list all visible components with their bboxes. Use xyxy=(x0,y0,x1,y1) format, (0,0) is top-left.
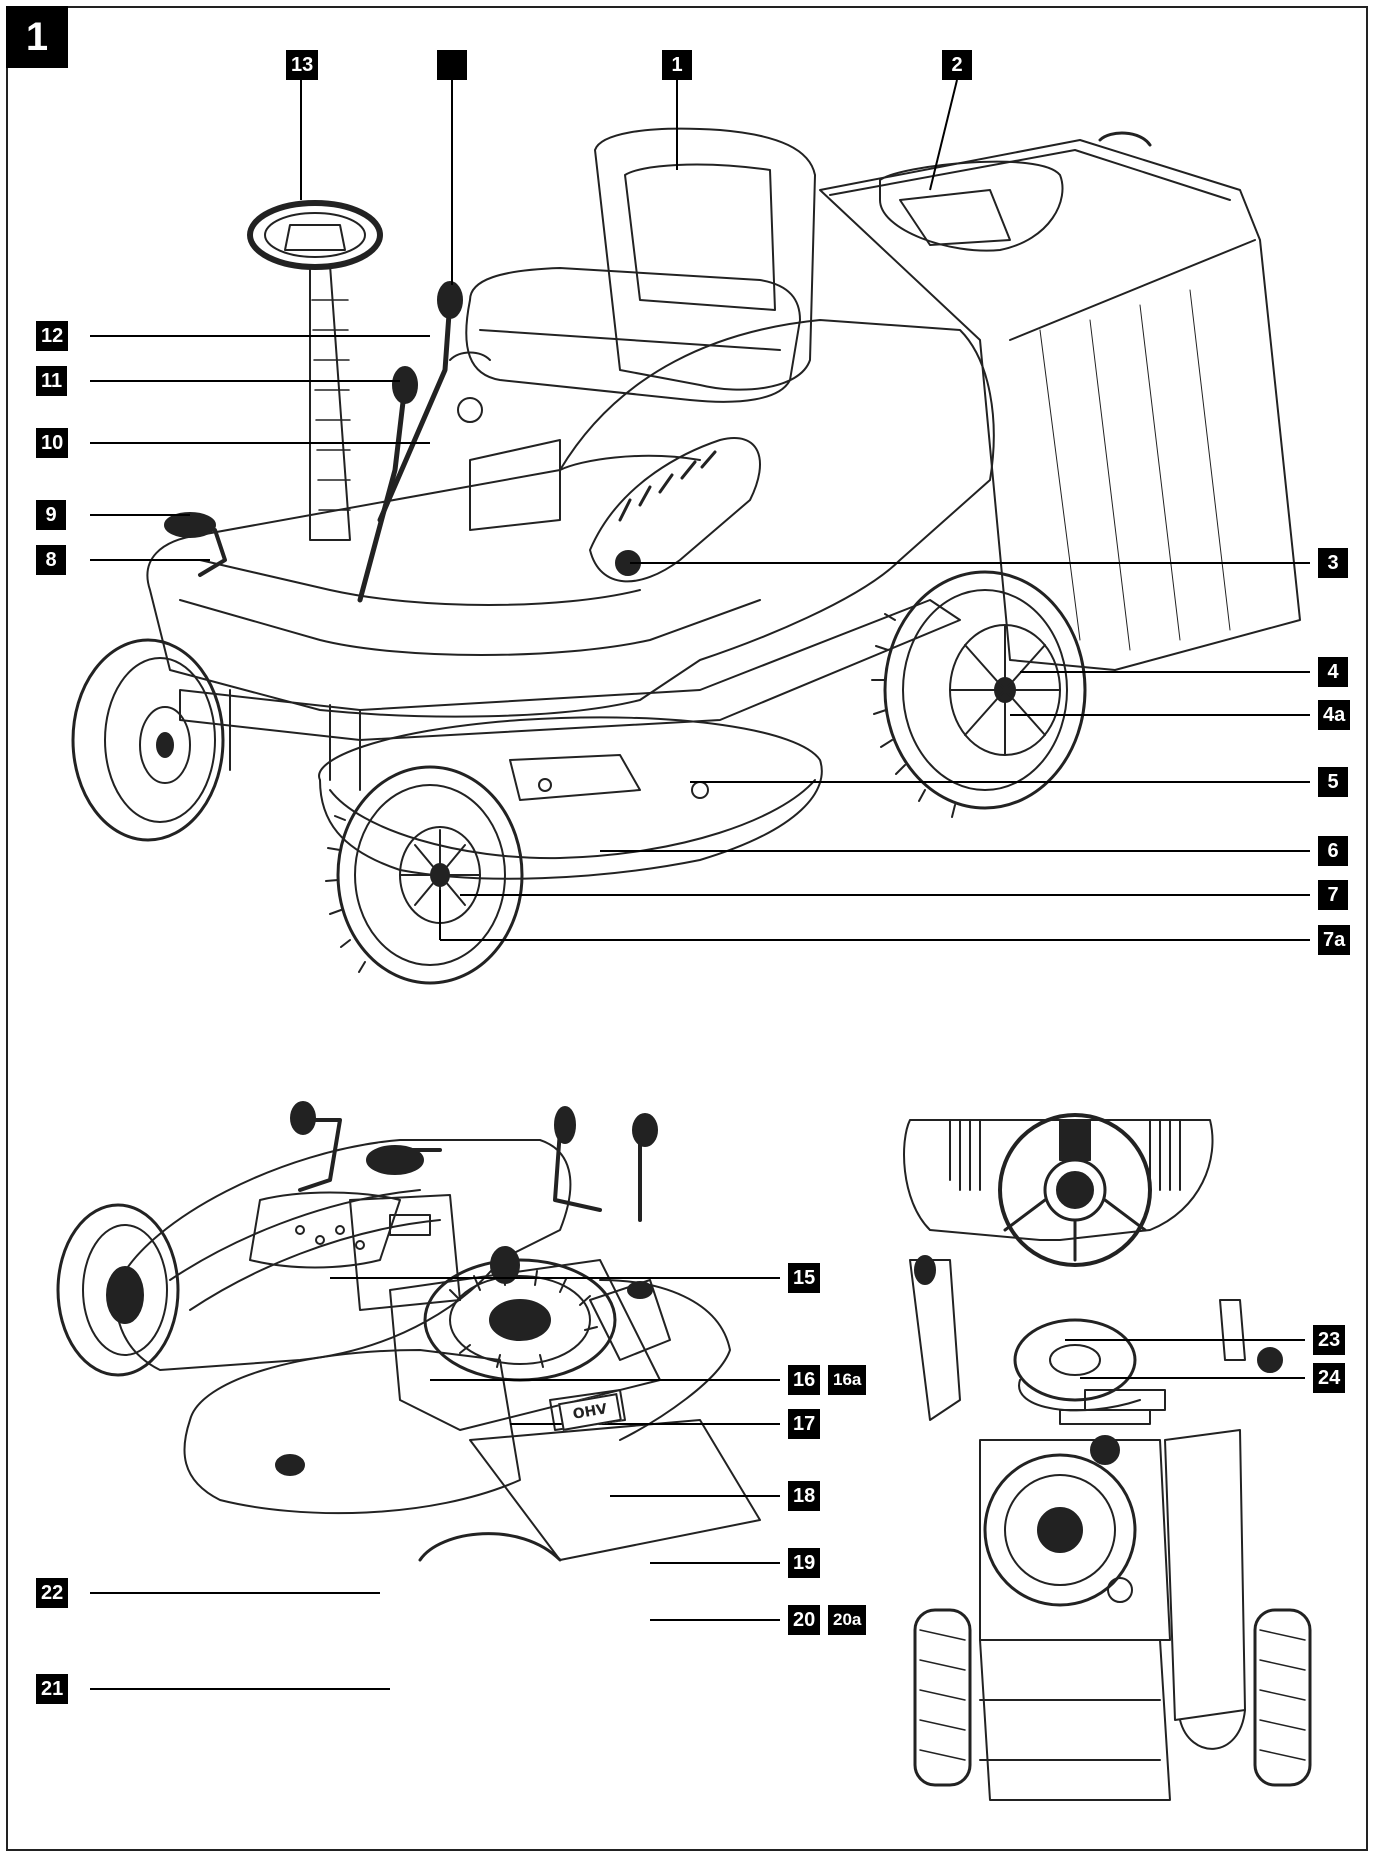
discharge-chute xyxy=(1164,1429,1246,1721)
callout-17: 17 xyxy=(788,1409,821,1439)
grass-bag xyxy=(819,139,1301,671)
callout-7: 7 xyxy=(1318,880,1348,910)
cutting-deck xyxy=(318,716,823,880)
callout-9: 9 xyxy=(36,500,66,530)
callout-13: 13 xyxy=(286,50,319,80)
callout-1: 1 xyxy=(662,50,692,80)
callout-18: 18 xyxy=(788,1481,821,1511)
figure-number: 1 xyxy=(6,6,68,68)
callout-21: 21 xyxy=(36,1674,69,1704)
seat-cushion xyxy=(465,267,801,403)
top-right-wheel xyxy=(1253,1608,1312,1787)
pulley xyxy=(1013,1318,1137,1402)
callout-6: 6 xyxy=(1318,836,1348,866)
callout-7a: 7a xyxy=(1318,925,1351,955)
body-shell xyxy=(146,319,995,718)
callout-16: 16 xyxy=(788,1365,821,1395)
callout-10: 10 xyxy=(36,428,69,458)
callout-20: 20 xyxy=(788,1605,821,1635)
callout-23: 23 xyxy=(1313,1325,1346,1355)
steering-column xyxy=(309,264,351,541)
top-view-drawing xyxy=(903,1113,1312,1801)
front-wheel xyxy=(325,765,524,985)
main-mower-drawing xyxy=(71,127,1301,985)
lever-front xyxy=(377,297,453,523)
callout-19: 19 xyxy=(788,1548,821,1578)
callout-22: 22 xyxy=(36,1578,69,1608)
callout-5: 5 xyxy=(1318,767,1348,797)
callout-12: 12 xyxy=(36,321,69,351)
leader-lines xyxy=(90,79,1310,1690)
callout-24: 24 xyxy=(1313,1363,1346,1393)
callout-2: 2 xyxy=(942,50,972,80)
top-left-wheel xyxy=(913,1608,972,1787)
callout-3: 3 xyxy=(1318,548,1348,578)
engine-detail-drawing xyxy=(56,1101,761,1562)
callout-20a: 20a xyxy=(828,1605,867,1635)
callout-8: 8 xyxy=(36,545,66,575)
seat-back xyxy=(594,127,816,391)
callout-4a: 4a xyxy=(1318,700,1351,730)
steering-wheel xyxy=(247,200,383,270)
engine-view-wheel xyxy=(56,1203,180,1377)
page-frame xyxy=(6,6,1368,1851)
fuel-tank xyxy=(349,1194,461,1311)
callout-11: 11 xyxy=(36,366,68,396)
callout-16a: 16a xyxy=(828,1365,867,1395)
callout-4: 4 xyxy=(1318,657,1348,687)
rear-left-wheel-far xyxy=(71,638,225,842)
rear-wheel xyxy=(871,570,1087,818)
lever-mid xyxy=(357,382,408,603)
engine-block xyxy=(389,1259,661,1431)
callout-15: 15 xyxy=(788,1263,821,1293)
top-steering-wheel xyxy=(998,1113,1152,1267)
callout-blank xyxy=(437,50,467,80)
